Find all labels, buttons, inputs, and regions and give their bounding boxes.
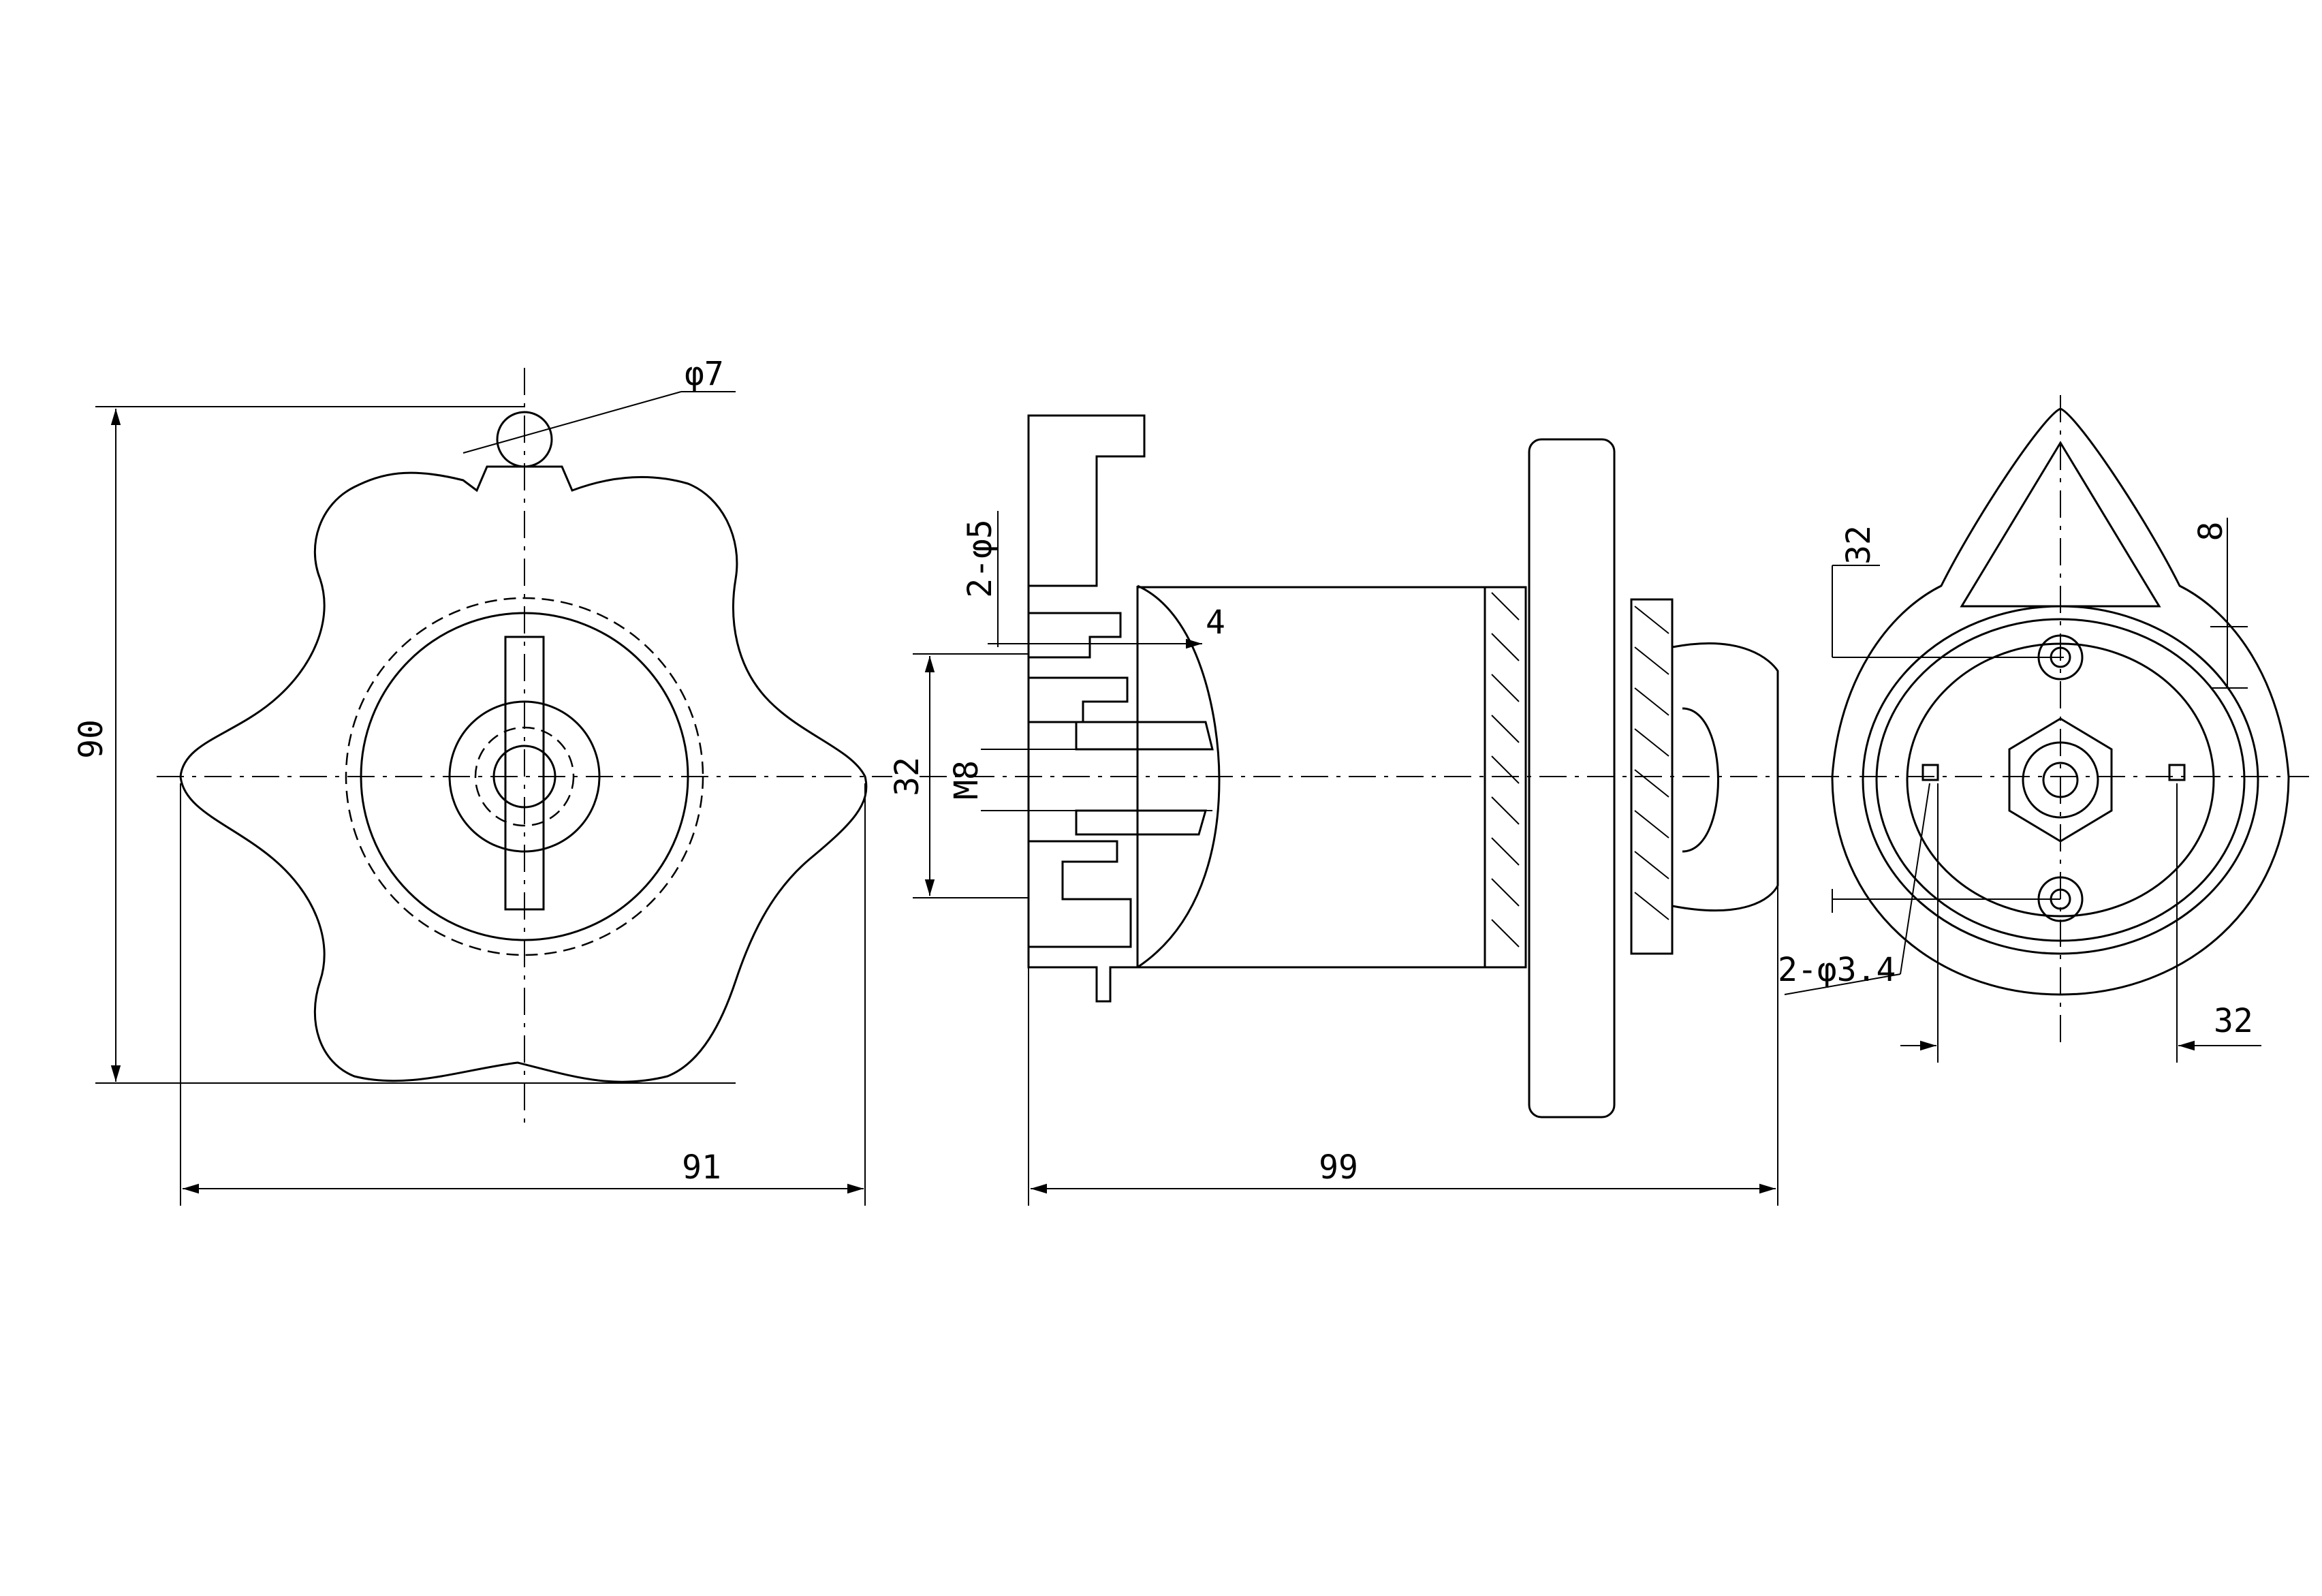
dim-offset-bottom: 32: [2214, 1002, 2253, 1040]
dim-small-back: 8: [2192, 522, 2230, 542]
dim-height: 90: [72, 719, 110, 759]
front-view: 90 91 φ7: [72, 355, 892, 1206]
dim-pin-diameter: φ7: [685, 355, 724, 393]
hatch-mid-upper: [1027, 676, 1129, 723]
dim-offset-top: 32: [1840, 525, 1878, 565]
thread-body: [1484, 586, 1527, 969]
hatch-shaft: [1075, 721, 1214, 751]
disk: [1528, 438, 1616, 1118]
right-hole: [2168, 764, 2186, 781]
dim-length: 99: [1319, 1148, 1358, 1187]
dome-curve: [1137, 584, 1221, 969]
hatch-lower: [1027, 840, 1132, 948]
back-view: 32 8 2-φ3.4 32: [1778, 395, 2309, 1063]
dim-thread-side: M8: [947, 760, 986, 800]
end-cap: [1672, 642, 1779, 912]
end-cap-inner: [1682, 707, 1719, 853]
flange-outline: [1027, 586, 1139, 1003]
hatch-upper: [1027, 612, 1122, 659]
dim-small-side: 4: [1206, 604, 1225, 642]
left-hole: [1921, 764, 1939, 781]
dim-width: 91: [682, 1148, 721, 1187]
dim-base-side: 32: [888, 757, 926, 796]
dim-holes-side: 2-φ5: [961, 519, 999, 598]
hatch-shaft-lower: [1075, 809, 1207, 836]
top-tab: [1027, 414, 1146, 587]
knob-outline: [179, 465, 868, 1083]
side-view: 2-φ5 4 32 M8 99: [888, 414, 1812, 1206]
dim-holes-back: 2-φ3.4: [1778, 951, 1896, 989]
